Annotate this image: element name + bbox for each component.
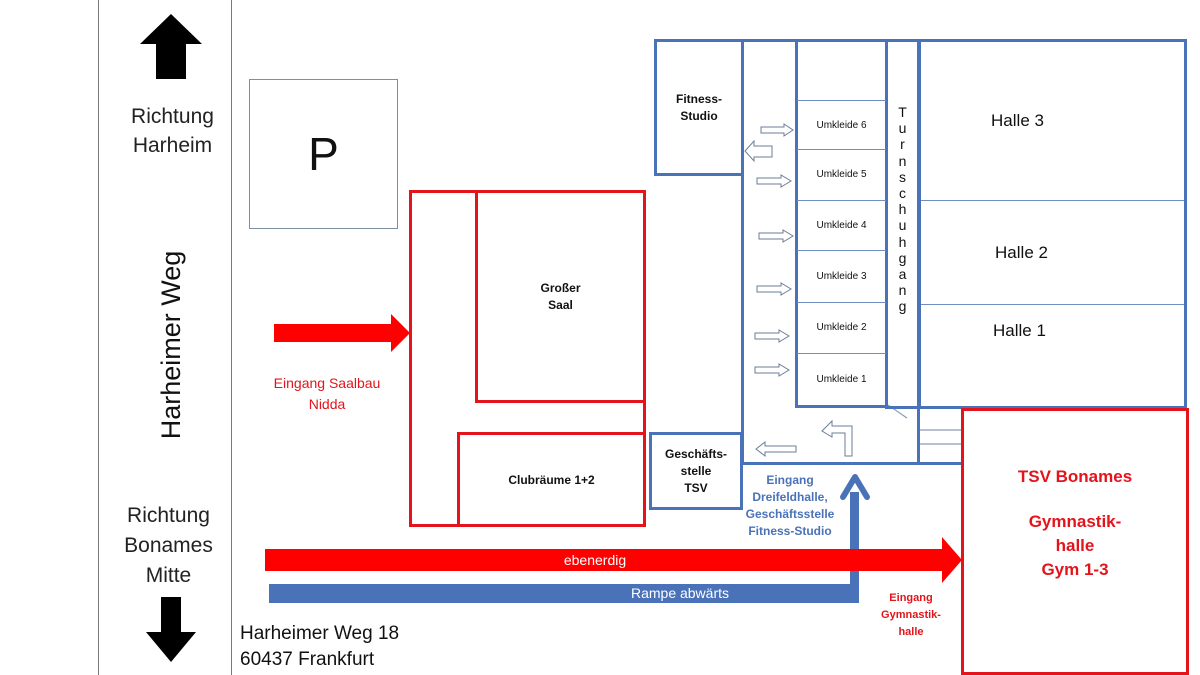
direction-south-label: Richtung Bonames Mitte <box>106 501 231 591</box>
turnschuhgang-letter: a <box>898 266 907 283</box>
gym-entrance-line2: Gymnastik- <box>881 609 941 621</box>
address: Harheimer Weg 18 60437 Frankfurt <box>240 621 399 673</box>
corridor-arrow-umkleide-4 <box>758 229 794 243</box>
ramp-label: Rampe abwärts <box>630 585 730 601</box>
dreifeldhalle-entrance-line3: Geschäftsstelle <box>745 507 835 521</box>
gym-name-line3: Gym 1-3 <box>1041 560 1109 579</box>
dreifeldhalle-entrance-label: Eingang Dreifeldhalle, Geschäftsstelle F… <box>735 472 845 540</box>
grosser-saal-line1: Großer <box>540 280 581 295</box>
direction-south-line1: Richtung <box>127 504 210 527</box>
turnschuhgang-letter: g <box>898 298 907 315</box>
saalbau-entrance-line1: Eingang Saalbau <box>273 375 381 391</box>
clubraeume: Clubräume 1+2 <box>457 432 646 527</box>
ramp-up-shaft <box>850 492 859 603</box>
halle-3-label: Halle 3 <box>991 111 1044 130</box>
umkleide-4: Umkleide 4 <box>797 200 886 251</box>
address-line2: 60437 Frankfurt <box>240 649 375 670</box>
saalbau-entrance-line2: Nidda <box>308 396 346 412</box>
direction-south-line2: Bonames <box>124 534 213 557</box>
fitness-studio-line1: Fitness- <box>675 91 722 106</box>
arrow-up-icon <box>140 14 202 79</box>
corridor-arrow-turn-left <box>821 419 853 457</box>
gym-name-line1: Gymnastik- <box>1028 512 1122 531</box>
halle-3: Halle 3 <box>921 42 1184 201</box>
corridor-bottom-wall <box>918 462 963 465</box>
umkleide-6-label: Umkleide 6 <box>816 119 867 131</box>
corridor-arrow-umkleide-5 <box>756 174 792 188</box>
turnschuhgang-letter: s <box>899 168 906 185</box>
umkleide-5-label: Umkleide 5 <box>816 169 867 180</box>
turnschuhgang-letter: g <box>898 249 907 266</box>
dreifeldhalle-entrance-line4: Fitness-Studio <box>748 524 832 538</box>
corridor-arrow-umkleide-1 <box>754 363 790 377</box>
address-line1: Harheimer Weg 18 <box>240 623 400 644</box>
turnschuhgang-letter: n <box>898 152 907 169</box>
dreifeldhalle-entrance-line2: Dreifeldhalle, <box>752 490 828 504</box>
turnschuhgang-letter: n <box>898 282 907 299</box>
geschaeftsstelle-line2: stelle <box>680 463 712 478</box>
clubraeume-label: Clubräume 1+2 <box>508 472 595 487</box>
umkleide-4-label: Umkleide 4 <box>816 219 867 231</box>
direction-south-line3: Mitte <box>145 564 192 587</box>
gym-entrance-line3: halle <box>898 626 924 638</box>
direction-north-label: Richtung Harheim <box>110 102 235 160</box>
direction-north-line1: Richtung <box>131 105 214 128</box>
geschaeftsstelle-line1: Geschäfts- <box>664 446 728 461</box>
halle-2: Halle 2 <box>921 201 1184 305</box>
street-border-right <box>231 0 232 675</box>
turnschuhgang-letter: u <box>898 217 907 234</box>
corridor-arrow-umkleide-2 <box>754 329 790 343</box>
turnschuhgang-label: T u r n s c h u h g a n g <box>885 104 920 315</box>
arrow-down-icon <box>146 597 196 662</box>
corridor-arrow-umkleide-3 <box>756 282 792 296</box>
turnschuhgang-letter: r <box>900 136 905 153</box>
gym-entrance-label: Eingang Gymnastik- halle <box>866 590 956 641</box>
grosser-saal-line2: Saal <box>548 297 573 312</box>
umkleide-5: Umkleide 5 <box>797 149 886 201</box>
dreifeldhalle <box>918 39 1187 409</box>
umkleide-2-label: Umkleide 2 <box>816 322 867 333</box>
gym-name-line2: halle <box>1055 536 1095 555</box>
turnschuhgang-letter: T <box>898 104 907 120</box>
halle-1-label: Halle 1 <box>993 321 1046 340</box>
corridor-arrow-exit-left <box>755 440 797 458</box>
parking-icon: P <box>308 128 339 180</box>
umkleide-1: Umkleide 1 <box>797 353 886 405</box>
gymnastikhalle-label: TSV Bonames Gymnastik- halle Gym 1-3 <box>961 465 1189 582</box>
halle-2-label: Halle 2 <box>995 242 1048 262</box>
saalbau-entrance-arrow <box>274 314 410 352</box>
street-border-left <box>98 0 99 675</box>
corridor-arrow-umkleide-6 <box>760 123 794 137</box>
turnschuhgang-letter: u <box>898 120 907 137</box>
ramp-path <box>269 584 858 603</box>
halle-1: Halle 1 <box>921 305 1184 406</box>
turnschuhgang-letter: h <box>898 201 907 218</box>
geschaeftsstelle-line3: TSV <box>684 480 708 495</box>
fitness-studio: Fitness- Studio <box>654 39 744 176</box>
gymnastikhalle <box>961 408 1189 675</box>
umkleide-6: Umkleide 6 <box>797 100 886 150</box>
parking-area: P <box>249 79 398 229</box>
ground-level-path-arrow <box>265 537 962 583</box>
gym-title: TSV Bonames <box>1017 467 1133 486</box>
direction-north-line2: Harheim <box>132 134 213 157</box>
geschaeftsstelle-tsv: Geschäfts- stelle TSV <box>649 432 743 510</box>
turnschuhgang-letter: c <box>899 185 906 202</box>
umkleide-2: Umkleide 2 <box>797 302 886 354</box>
grosser-saal: Großer Saal <box>475 190 646 403</box>
umkleide-3-label: Umkleide 3 <box>816 270 867 282</box>
dreifeldhalle-entrance-line1: Eingang <box>766 473 814 487</box>
street-name-text: Harheimer Weg <box>156 250 186 440</box>
gym-entrance-line1: Eingang <box>889 592 933 604</box>
dreifeldhalle-entrance-arrowhead <box>840 474 870 500</box>
corridor-arrow-fitness <box>744 139 773 163</box>
umkleide-1-label: Umkleide 1 <box>816 373 867 385</box>
umkleide-3: Umkleide 3 <box>797 250 886 303</box>
turnschuhgang-letter: h <box>898 233 907 250</box>
ground-level-label: ebenerdig <box>563 552 627 568</box>
saalbau-entrance-label: Eingang Saalbau Nidda <box>262 373 392 415</box>
fitness-studio-line2: Studio <box>680 108 718 123</box>
